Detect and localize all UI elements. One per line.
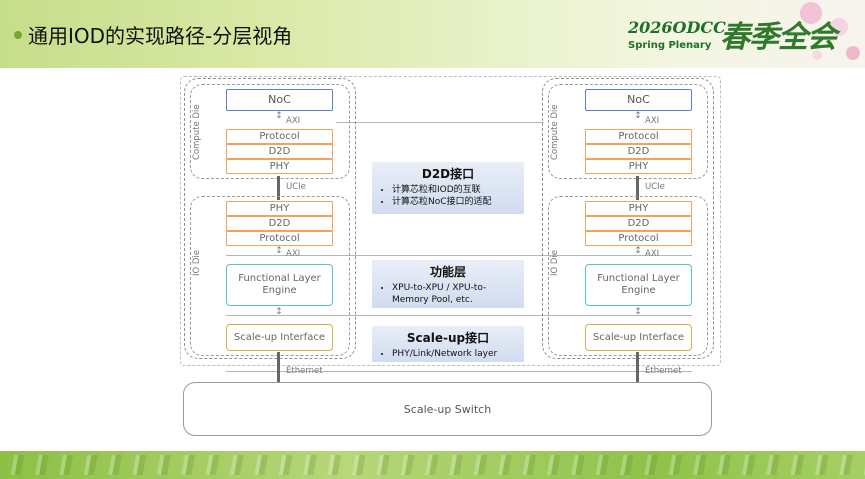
phy-block: PHY [585, 201, 692, 216]
protocol-block: Protocol [585, 129, 692, 144]
event-logo-code: 2026ODCC [628, 18, 726, 37]
right-chiplet-stack [542, 78, 714, 359]
compute-die-label: Compute Die [192, 104, 202, 160]
panel-bullet: 计算芯粒和IOD的互联 [392, 184, 516, 196]
panel-bullet: PHY/Link/Network layer [392, 348, 516, 360]
event-logo-subtitle: Spring Plenary [628, 40, 712, 51]
left-io-die [190, 196, 350, 356]
right-compute-die [548, 84, 708, 179]
scale-up-interface-block: Scale-up Interface [226, 324, 333, 351]
protocol-block: Protocol [226, 129, 333, 144]
io-die-label: IO Die [192, 249, 202, 276]
ethernet-level-line [226, 371, 692, 372]
ethernet-connection [636, 352, 639, 382]
phy-block: PHY [226, 201, 333, 216]
event-logo-chinese: 春季全会 [720, 20, 837, 55]
d2d-block: D2D [585, 216, 692, 231]
blossom-decoration [800, 2, 822, 24]
axi-level-line [336, 122, 544, 123]
interface-level-line [226, 315, 692, 316]
ucie-connection [277, 176, 280, 200]
noc-block: NoC [226, 89, 333, 111]
noc-block: NoC [585, 89, 692, 111]
d2d-interface-panel: D2D接口 计算芯粒和IOD的互联 计算芯粒NoC接口的适配 [372, 162, 524, 214]
ethernet-connection [277, 352, 280, 382]
scale-up-switch: Scale-up Switch [183, 382, 712, 436]
double-arrow-icon: ↕ [275, 111, 283, 121]
left-chiplet-stack [184, 78, 356, 359]
double-arrow-icon: ↕ [634, 307, 642, 317]
panel-bullet: 计算芯粒NoC接口的适配 [392, 196, 516, 208]
functional-layer-engine-block: Functional Layer Engine [226, 264, 333, 306]
panel-bullet: XPU-to-XPU / XPU-to-Memory Pool, etc. [392, 282, 516, 306]
d2d-block: D2D [226, 216, 333, 231]
double-arrow-icon: ↕ [634, 246, 642, 256]
bullet-dot-icon [14, 30, 22, 39]
footer-grass-decoration [0, 455, 865, 475]
page-title-text: 通用IOD的实现路径-分层视角 [28, 24, 293, 48]
page-title: 通用IOD的实现路径-分层视角 [14, 20, 292, 49]
blossom-decoration [812, 50, 822, 60]
double-arrow-icon: ↕ [275, 307, 283, 317]
scale-up-interface-panel: Scale-up接口 PHY/Link/Network layer [372, 326, 524, 362]
diagram-frame [180, 76, 721, 366]
ucie-connection [636, 176, 639, 200]
blossom-decoration [846, 46, 860, 60]
scale-up-interface-block: Scale-up Interface [585, 324, 692, 351]
ethernet-label: Ethernet [645, 366, 682, 376]
phy-block: PHY [585, 159, 692, 174]
double-arrow-icon: ↕ [275, 246, 283, 256]
phy-block: PHY [226, 159, 333, 174]
axi-label: AXI [286, 116, 301, 126]
functional-layer-engine-block: Functional Layer Engine [585, 264, 692, 306]
ethernet-label: Ethernet [286, 366, 323, 376]
blossom-decoration [830, 18, 848, 36]
protocol-block: Protocol [585, 231, 692, 246]
functional-layer-panel: 功能层 XPU-to-XPU / XPU-to-Memory Pool, etc… [372, 260, 524, 308]
axi-label: AXI [645, 116, 660, 126]
footer-banner [0, 451, 865, 479]
double-arrow-icon: ↕ [634, 111, 642, 121]
io-die-label: IO Die [550, 249, 560, 276]
left-compute-die [190, 84, 350, 179]
axi-label: AXI [645, 249, 660, 259]
right-io-die [548, 196, 708, 356]
panel-title: Scale-up接口 [406, 331, 490, 345]
axi-level-line [226, 255, 692, 256]
compute-die-label: Compute Die [550, 104, 560, 160]
ucie-label: UCIe [286, 182, 306, 192]
panel-title: D2D接口 [421, 167, 475, 181]
ucie-label: UCIe [645, 182, 665, 192]
header-banner [0, 0, 865, 68]
panel-title: 功能层 [429, 265, 466, 279]
d2d-block: D2D [226, 144, 333, 159]
protocol-block: Protocol [226, 231, 333, 246]
d2d-block: D2D [585, 144, 692, 159]
axi-label: AXI [286, 249, 301, 259]
